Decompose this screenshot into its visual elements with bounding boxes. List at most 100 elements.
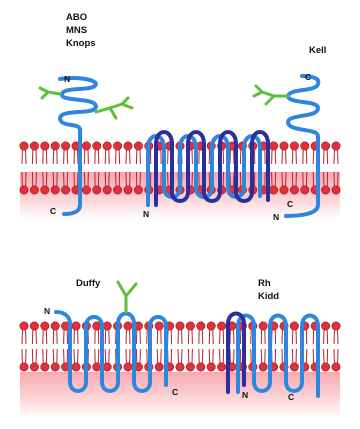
- lipid-head: [30, 142, 38, 150]
- lipid-head: [93, 142, 101, 150]
- lipid-head: [134, 186, 142, 194]
- lipid-head: [332, 322, 340, 330]
- top-panel: ABO MNS Knops Kell N C N C C N: [20, 12, 340, 222]
- glycan-right: [254, 86, 288, 104]
- label-abo: ABO: [66, 12, 87, 23]
- lipid-head: [20, 363, 28, 371]
- lipid-head: [30, 322, 38, 330]
- lipid-head: [186, 363, 194, 371]
- lipid-head: [321, 186, 329, 194]
- lipid-head: [20, 322, 28, 330]
- lipid-tail: [292, 150, 296, 164]
- lipid-head: [332, 363, 340, 371]
- lipid-head: [217, 322, 225, 330]
- lipid-head: [207, 322, 215, 330]
- lipid-head: [41, 142, 49, 150]
- lipid-tail: [324, 150, 328, 164]
- lipid-head: [301, 186, 309, 194]
- lipid-head: [176, 363, 184, 371]
- lipid-head: [290, 186, 298, 194]
- lipid-tail: [136, 150, 140, 164]
- lipid-head: [51, 322, 59, 330]
- lipid-tail: [64, 330, 68, 344]
- lipid-tail: [53, 150, 57, 164]
- lipid-head: [197, 363, 205, 371]
- lipid-tail: [209, 349, 213, 363]
- lipid-tail: [261, 330, 265, 344]
- lipid-head: [51, 186, 59, 194]
- lipid-head: [103, 142, 111, 150]
- lipid-head: [186, 322, 194, 330]
- lipid-tail: [105, 330, 109, 344]
- lipid-tail: [157, 349, 161, 363]
- lipid-tail: [32, 330, 36, 344]
- lipid-tail: [178, 349, 182, 363]
- lipid-head: [280, 142, 288, 150]
- label-rh: Rh: [258, 278, 271, 289]
- lipid-head: [259, 363, 267, 371]
- lipid-head: [20, 186, 28, 194]
- lipid-tail: [230, 150, 234, 164]
- lipid-tail: [32, 349, 36, 363]
- lipid-tail: [209, 330, 213, 344]
- lipid-head: [321, 363, 329, 371]
- glycan-left-1: [40, 88, 60, 98]
- terminus-n-duffy: N: [44, 306, 50, 316]
- lipid-tail: [178, 330, 182, 344]
- lipid-head: [321, 322, 329, 330]
- lipid-head: [207, 363, 215, 371]
- lipid-head: [134, 142, 142, 150]
- lipid-head: [155, 363, 163, 371]
- lipid-tail: [126, 150, 130, 164]
- lipid-head: [103, 186, 111, 194]
- label-mns: MNS: [66, 25, 87, 36]
- terminus-n-right: N: [273, 212, 279, 222]
- lipid-head: [124, 186, 132, 194]
- lipid-head: [72, 363, 80, 371]
- lipid-tail: [95, 349, 99, 363]
- lipid-tail: [292, 349, 296, 363]
- lipid-tail: [74, 150, 78, 164]
- lipid-tail: [116, 150, 120, 164]
- bottom-panel: Duffy Rh Kidd N C N C: [20, 278, 340, 418]
- lipid-tail: [220, 349, 224, 363]
- lipid-tail: [230, 349, 234, 363]
- lipid-tail: [22, 349, 26, 363]
- lipid-head: [259, 322, 267, 330]
- lipid-head: [93, 363, 101, 371]
- lipid-head: [20, 142, 28, 150]
- lipid-tail: [105, 349, 109, 363]
- lipid-tail: [53, 349, 57, 363]
- lipid-tail: [22, 330, 26, 344]
- terminus-n-center: N: [143, 209, 149, 219]
- lipid-head: [41, 186, 49, 194]
- lipid-tail: [64, 150, 68, 164]
- lipid-tail: [43, 150, 47, 164]
- lipid-head: [124, 142, 132, 150]
- lipid-head: [124, 363, 132, 371]
- lipid-tail: [64, 349, 68, 363]
- lipid-head: [290, 142, 298, 150]
- lipid-head: [72, 322, 80, 330]
- terminus-c-center: C: [287, 199, 293, 209]
- lipid-tail: [126, 349, 130, 363]
- label-kell: Kell: [309, 45, 326, 56]
- lipid-head: [30, 363, 38, 371]
- lipid-tail: [261, 349, 265, 363]
- lipid-head: [290, 322, 298, 330]
- lipid-tail: [188, 349, 192, 363]
- lipid-head: [269, 142, 277, 150]
- lipid-head: [113, 186, 121, 194]
- lipid-tail: [230, 330, 234, 344]
- lipid-tail: [74, 349, 78, 363]
- lipid-tail: [43, 349, 47, 363]
- lipid-tail: [220, 330, 224, 344]
- lipid-tail: [126, 330, 130, 344]
- lipid-tail: [168, 349, 172, 363]
- lipid-head: [280, 186, 288, 194]
- lipid-head: [197, 322, 205, 330]
- lipid-tail: [95, 330, 99, 344]
- lipid-head: [93, 186, 101, 194]
- lipid-tail: [22, 150, 26, 164]
- lipid-tail: [282, 150, 286, 164]
